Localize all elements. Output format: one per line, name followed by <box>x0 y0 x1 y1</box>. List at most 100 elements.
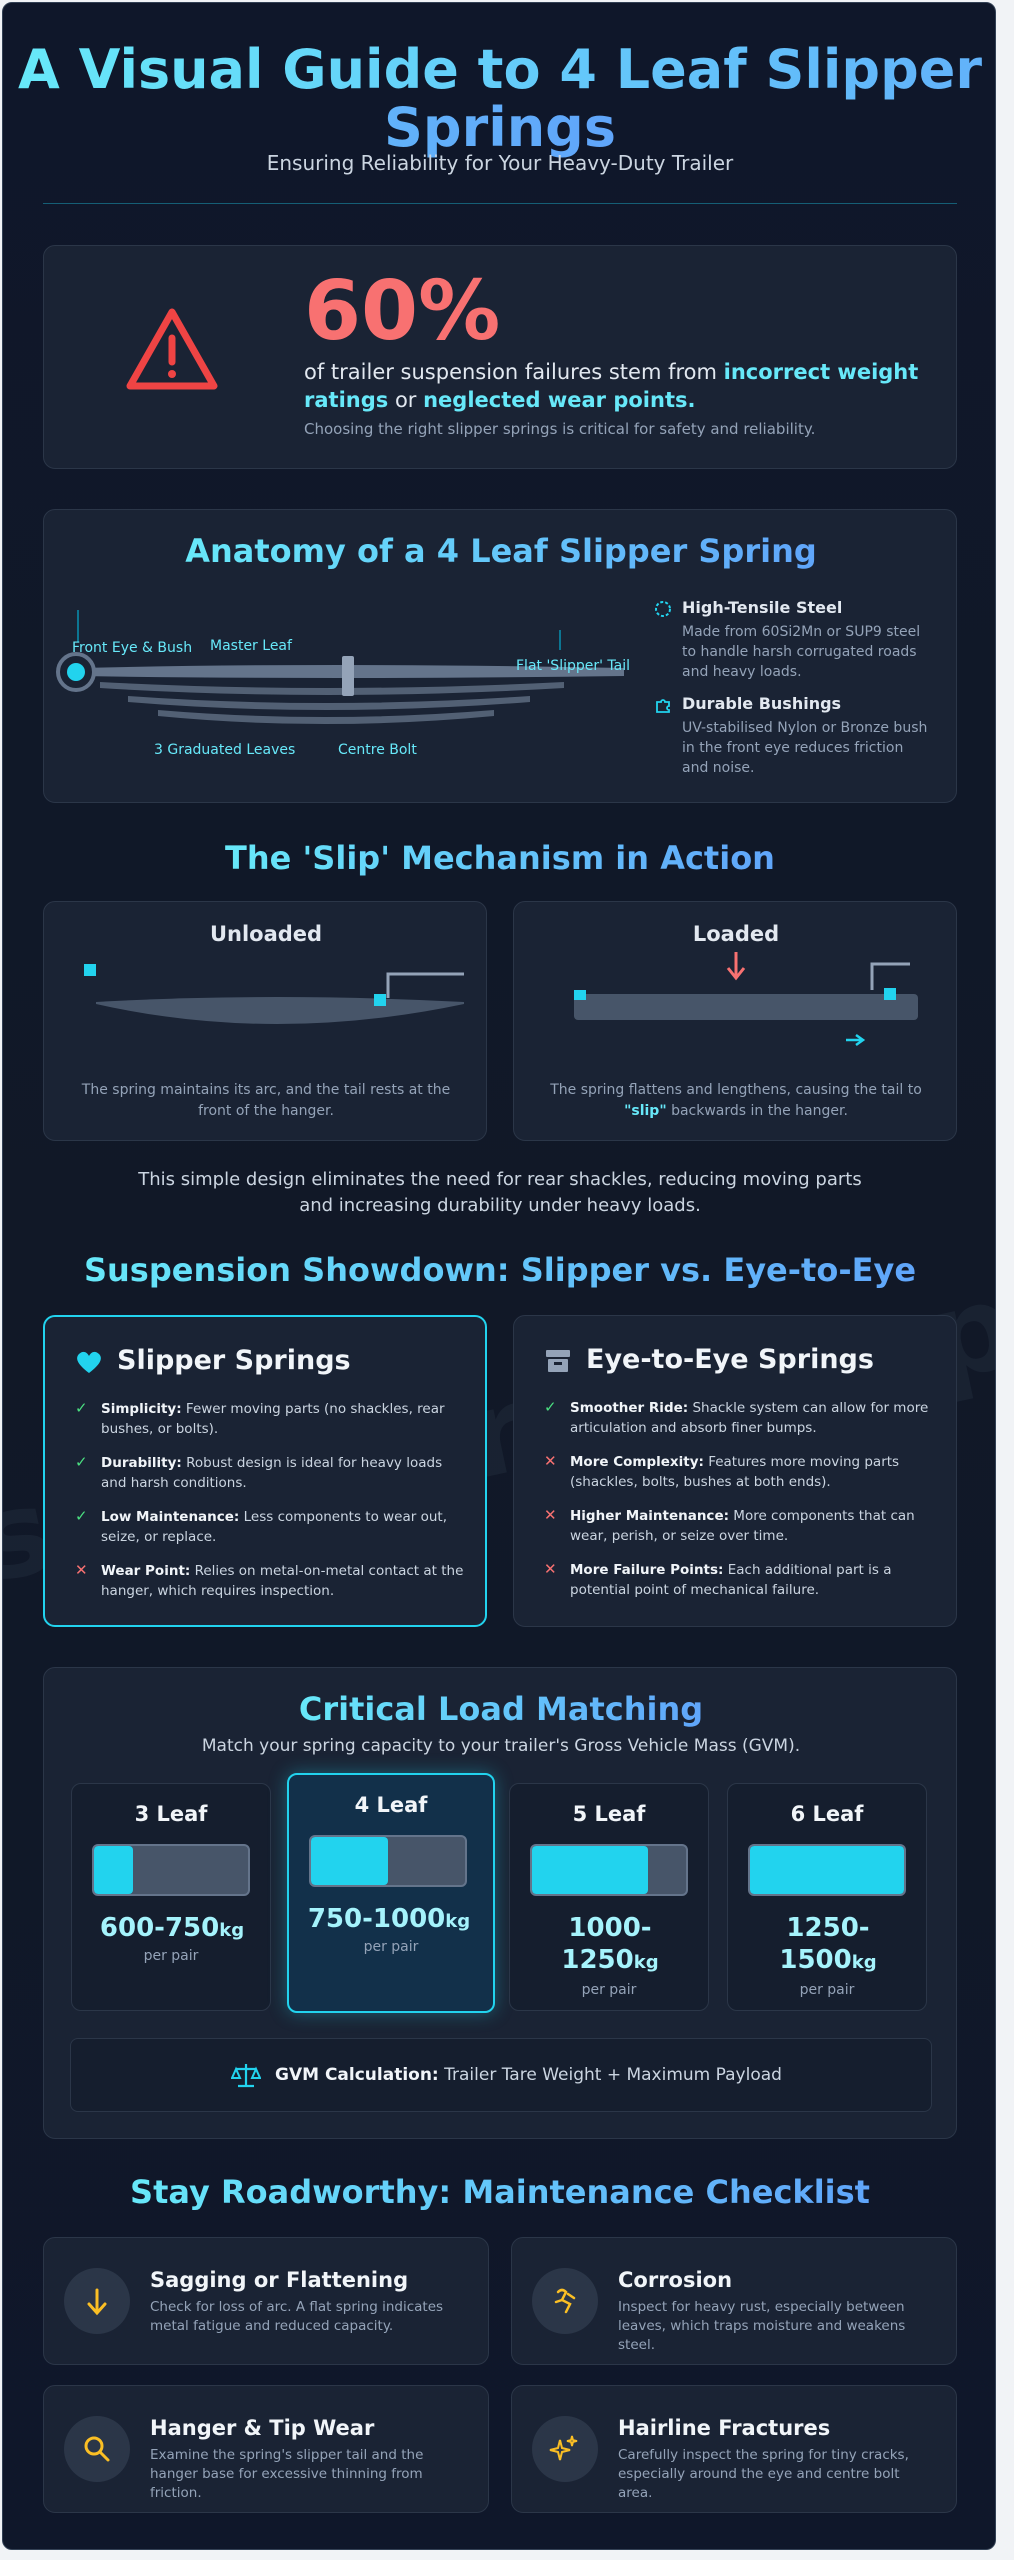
comparison-text: Wear Point: Relies on metal-on-metal con… <box>101 1561 465 1601</box>
comparison-item-title: Smoother Ride: <box>570 1400 689 1416</box>
capacity-bar <box>748 1844 906 1896</box>
comparison-item-text: Features more moving parts (shackles, bo… <box>570 1454 900 1490</box>
spring-diagram <box>56 610 624 724</box>
feature-text: Made from 60Si2Mn or SUP9 steel to handl… <box>682 624 921 680</box>
feature-text: UV-stabilised Nylon or Bronze bush in th… <box>682 720 928 776</box>
anatomy-card: Anatomy of a 4 Leaf Slipper Spring Front… <box>43 509 957 803</box>
stat-value: 60% <box>304 264 501 359</box>
check-icon: ✓ <box>75 1507 88 1525</box>
leaf-option-range: 600-750kg <box>82 1912 262 1947</box>
checklist-text: Inspect for heavy rust, especially betwe… <box>618 2299 906 2353</box>
checklist-title: Corrosion <box>618 2268 733 2292</box>
feature-title: High-Tensile Steel <box>682 598 843 617</box>
comparison-item-text: More components that can wear, perish, o… <box>570 1508 915 1544</box>
comparison-text: Durability: Robust design is ideal for h… <box>101 1453 465 1493</box>
slipper-card: Slipper Springs ✓Simplicity: Fewer movin… <box>43 1315 487 1627</box>
leaf-option-per: per pair <box>363 1939 419 1955</box>
range-unit: kg <box>633 1952 659 1973</box>
comparison-text: Smoother Ride: Shackle system can allow … <box>570 1398 934 1438</box>
anatomy-title: Anatomy of a 4 Leaf Slipper Spring <box>185 532 817 570</box>
slipper-title: Slipper Springs <box>117 1345 351 1376</box>
checklist-icon-circle <box>64 2416 130 2482</box>
checklist-text: Check for loss of arc. A flat spring ind… <box>150 2299 444 2334</box>
label-front-eye: Front Eye & Bush <box>72 640 193 656</box>
range-value: 1250-1500 <box>779 1913 870 1975</box>
range-value: 1000-1250 <box>561 1913 652 1975</box>
gear-dashed-icon <box>655 601 671 617</box>
loaded-text: The spring flattens and lengthens, causi… <box>550 1082 922 1119</box>
range-value: 750-1000 <box>307 1904 446 1934</box>
magnifier-icon <box>84 2436 110 2462</box>
comparison-text: More Complexity: Features more moving pa… <box>570 1452 934 1492</box>
load-title: Critical Load Matching <box>298 1690 704 1728</box>
leaf-option-range: 750-1000kg <box>299 1903 479 1938</box>
maintenance-title: Stay Roadworthy: Maintenance Checklist <box>130 2173 870 2211</box>
rust-icon <box>554 2288 576 2314</box>
eye-title: Eye-to-Eye Springs <box>586 1344 874 1375</box>
stat-card: 60% of trailer suspension failures stem … <box>43 245 957 469</box>
stat-highlight-2: neglected wear points. <box>423 388 696 412</box>
check-icon: ✓ <box>544 1398 557 1416</box>
capacity-bar <box>309 1835 467 1887</box>
label-master-leaf: Master Leaf <box>210 638 292 654</box>
stat-highlight-1: incorrect weight ratings <box>304 360 919 412</box>
checklist-title: Sagging or Flattening <box>150 2268 409 2292</box>
stat-text-1: of trailer suspension failures stem from <box>304 360 717 384</box>
checklist-text: Examine the spring's slipper tail and th… <box>150 2447 424 2501</box>
load-card: Critical Load Matching Match your spring… <box>43 1667 957 2139</box>
checklist-text: Carefully inspect the spring for tiny cr… <box>618 2447 909 2501</box>
check-icon: ✓ <box>75 1399 88 1417</box>
comparison-text: Low Maintenance: Less components to wear… <box>101 1507 465 1547</box>
infographic-frame: superiortrailerparts.com A Visual Guide … <box>2 2 996 2550</box>
page-subtitle: Ensuring Reliability for Your Heavy-Duty… <box>266 151 734 175</box>
range-value: 600-750 <box>99 1913 220 1943</box>
checklist-title: Hanger & Tip Wear <box>150 2416 375 2440</box>
capacity-bar-fill <box>532 1846 648 1894</box>
heart-icon <box>77 1351 101 1373</box>
capacity-bar-fill <box>750 1846 904 1894</box>
comparison-text: Higher Maintenance: More components that… <box>570 1506 934 1546</box>
sparkle-icon <box>549 2435 578 2461</box>
comparison-item-title: More Complexity: <box>570 1454 704 1470</box>
unloaded-card: Unloaded The spring maintains its arc, a… <box>43 901 487 1141</box>
comparison-item-title: Higher Maintenance: <box>570 1508 729 1524</box>
capacity-bar <box>530 1844 688 1896</box>
leaf-option-label: 3 Leaf <box>134 1802 208 1826</box>
eye-card: Eye-to-Eye Springs ✓ Smoother Ride: Shack… <box>513 1315 957 1627</box>
cross-icon: ✕ <box>544 1452 557 1470</box>
comparison-item-title: Durability: <box>101 1455 182 1471</box>
checklist-title: Hairline Fractures <box>618 2416 831 2440</box>
leaf-option-label: 6 Leaf <box>790 1802 864 1826</box>
range-unit: kg <box>445 1911 471 1932</box>
leaf-option-label: 5 Leaf <box>572 1802 646 1826</box>
header-divider <box>43 203 957 204</box>
comparison-item-title: Low Maintenance: <box>101 1509 240 1525</box>
page-title: A Visual Guide to 4 Leaf Slipper Springs <box>18 38 982 159</box>
warning-triangle-icon <box>124 306 220 398</box>
cross-icon: ✕ <box>544 1560 557 1578</box>
comparison-item-text: Robust design is ideal for heavy loads a… <box>101 1455 443 1491</box>
mechanism-title: The 'Slip' Mechanism in Action <box>225 839 775 877</box>
comparison-item-title: Wear Point: <box>101 1563 191 1579</box>
label-centre-bolt: Centre Bolt <box>338 742 417 758</box>
check-icon: ✓ <box>75 1453 88 1471</box>
stat-text: of trailer suspension failures stem from… <box>304 358 924 414</box>
loaded-title: Loaded <box>692 922 780 946</box>
puzzle-icon <box>656 699 670 713</box>
cross-icon: ✕ <box>75 1561 88 1579</box>
comparison-item-text: Less components to wear out, seize, or r… <box>101 1509 447 1545</box>
capacity-bar-fill <box>94 1846 133 1894</box>
comparison-item-text: Each additional part is a potential poin… <box>570 1562 892 1598</box>
archive-icon <box>546 1350 570 1372</box>
stat-text-2: or <box>394 388 417 412</box>
unloaded-diagram <box>84 964 464 1024</box>
capacity-bar <box>92 1844 250 1896</box>
leaf-option-range: 1000-1250kg <box>520 1912 700 1979</box>
